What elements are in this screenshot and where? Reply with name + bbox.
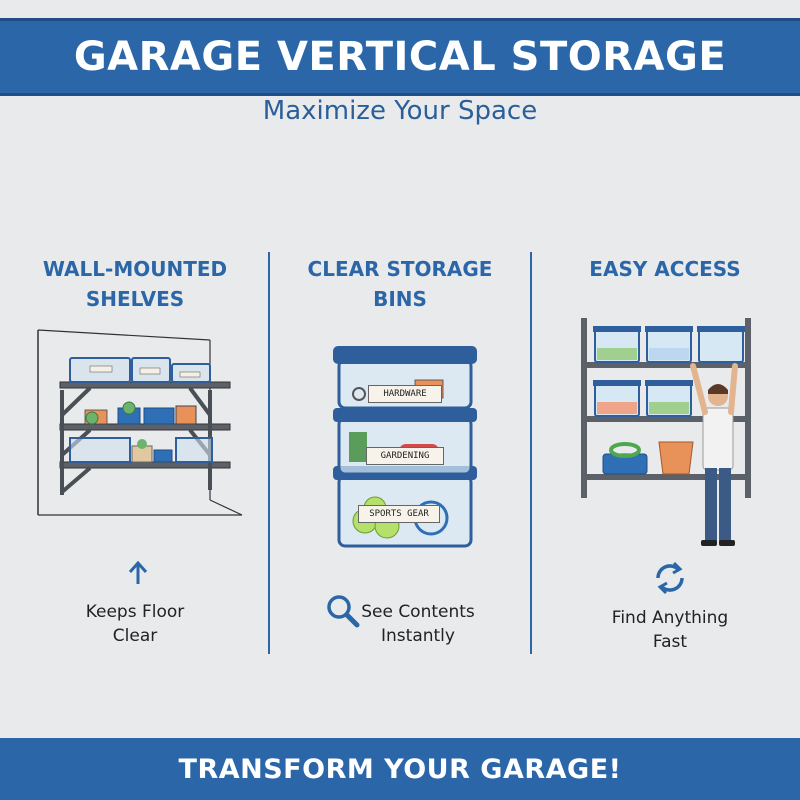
caption-shelves: Keeps Floor Clear: [85, 602, 185, 646]
refresh-arrows-icon: [656, 561, 684, 595]
footer-text: TRANSFORM YOUR GARAGE!: [178, 753, 622, 785]
column-divider-left: [268, 252, 270, 654]
bin-label-sports-gear: SPORTS GEAR: [358, 505, 440, 523]
wall-shelves-illustration: [37, 329, 243, 516]
column-divider-right: [530, 252, 532, 654]
storage-bins-illustration: [333, 346, 477, 548]
column-title-access: EASY ACCESS: [589, 257, 741, 281]
title-banner: GARAGE VERTICAL STORAGE: [0, 18, 800, 96]
column-title-shelves: WALL-MOUNTED SHELVES: [42, 257, 228, 311]
footer-banner: TRANSFORM YOUR GARAGE!: [0, 738, 800, 800]
column-title-bins: CLEAR STORAGE BINS: [307, 257, 493, 311]
caption-access: Find Anything Fast: [611, 608, 729, 652]
easy-access-illustration: [581, 318, 751, 546]
magnifier-icon: [327, 595, 360, 628]
bin-label-hardware: HARDWARE: [368, 385, 442, 403]
page-title: GARAGE VERTICAL STORAGE: [73, 34, 727, 80]
arrow-up-icon: [128, 560, 148, 584]
bin-label-gardening: GARDENING: [366, 447, 444, 465]
page-subtitle: Maximize Your Space: [262, 96, 538, 126]
caption-bins: See Contents Instantly: [361, 602, 475, 646]
